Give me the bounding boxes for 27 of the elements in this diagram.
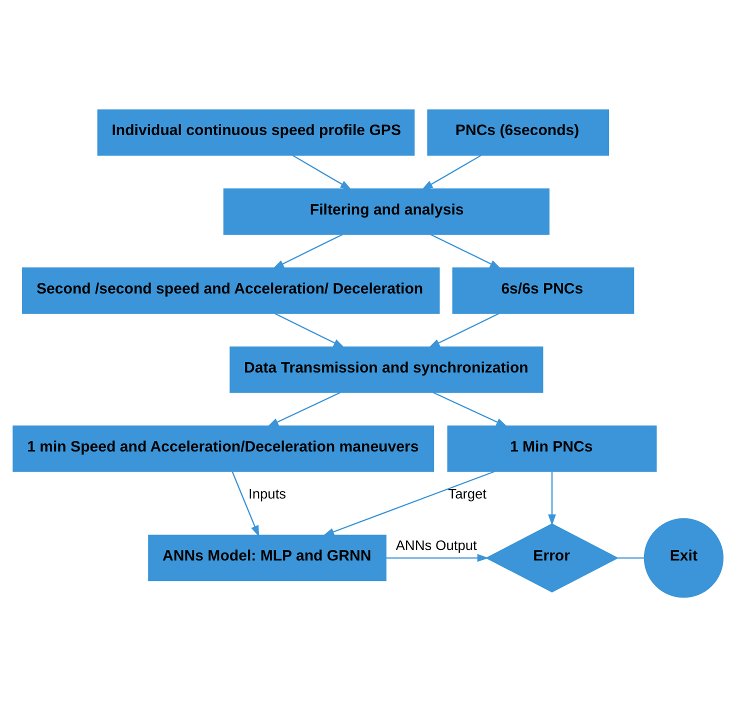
node-box: Data Transmission and synchronization [230,346,544,393]
node-box: 6s/6s PNCs [452,267,634,314]
node-box: 1 Min PNCs [447,425,657,472]
edge-label: ANNs Output [396,538,477,554]
arrow [272,234,343,269]
node-box: Filtering and analysis [223,188,550,235]
arrow [548,472,556,526]
node-box: Second /second speed and Acceleration/ Deceleration [22,267,440,314]
arrow [232,471,260,537]
node-box: ANNs Model: MLP and GRNN [148,534,386,582]
arrow [322,470,496,536]
edge-label: Target [448,486,486,502]
arrow [422,154,482,190]
arrow [432,392,508,427]
arrow [386,554,489,562]
node-box: 1 min Speed and Acceleration/Deceleration maneuvers [12,425,434,472]
connector [617,557,644,559]
arrow [274,312,345,348]
arrow [430,234,502,269]
node-box: Individual continuous speed profile GPS [97,109,415,156]
edge-label: Inputs [248,486,286,502]
node-circle: Exit [644,518,724,598]
node-diamond: Error [485,523,619,593]
arrow [267,392,341,427]
arrow [292,154,352,190]
arrow [428,312,500,348]
node-box: PNCs (6seconds) [427,109,610,156]
